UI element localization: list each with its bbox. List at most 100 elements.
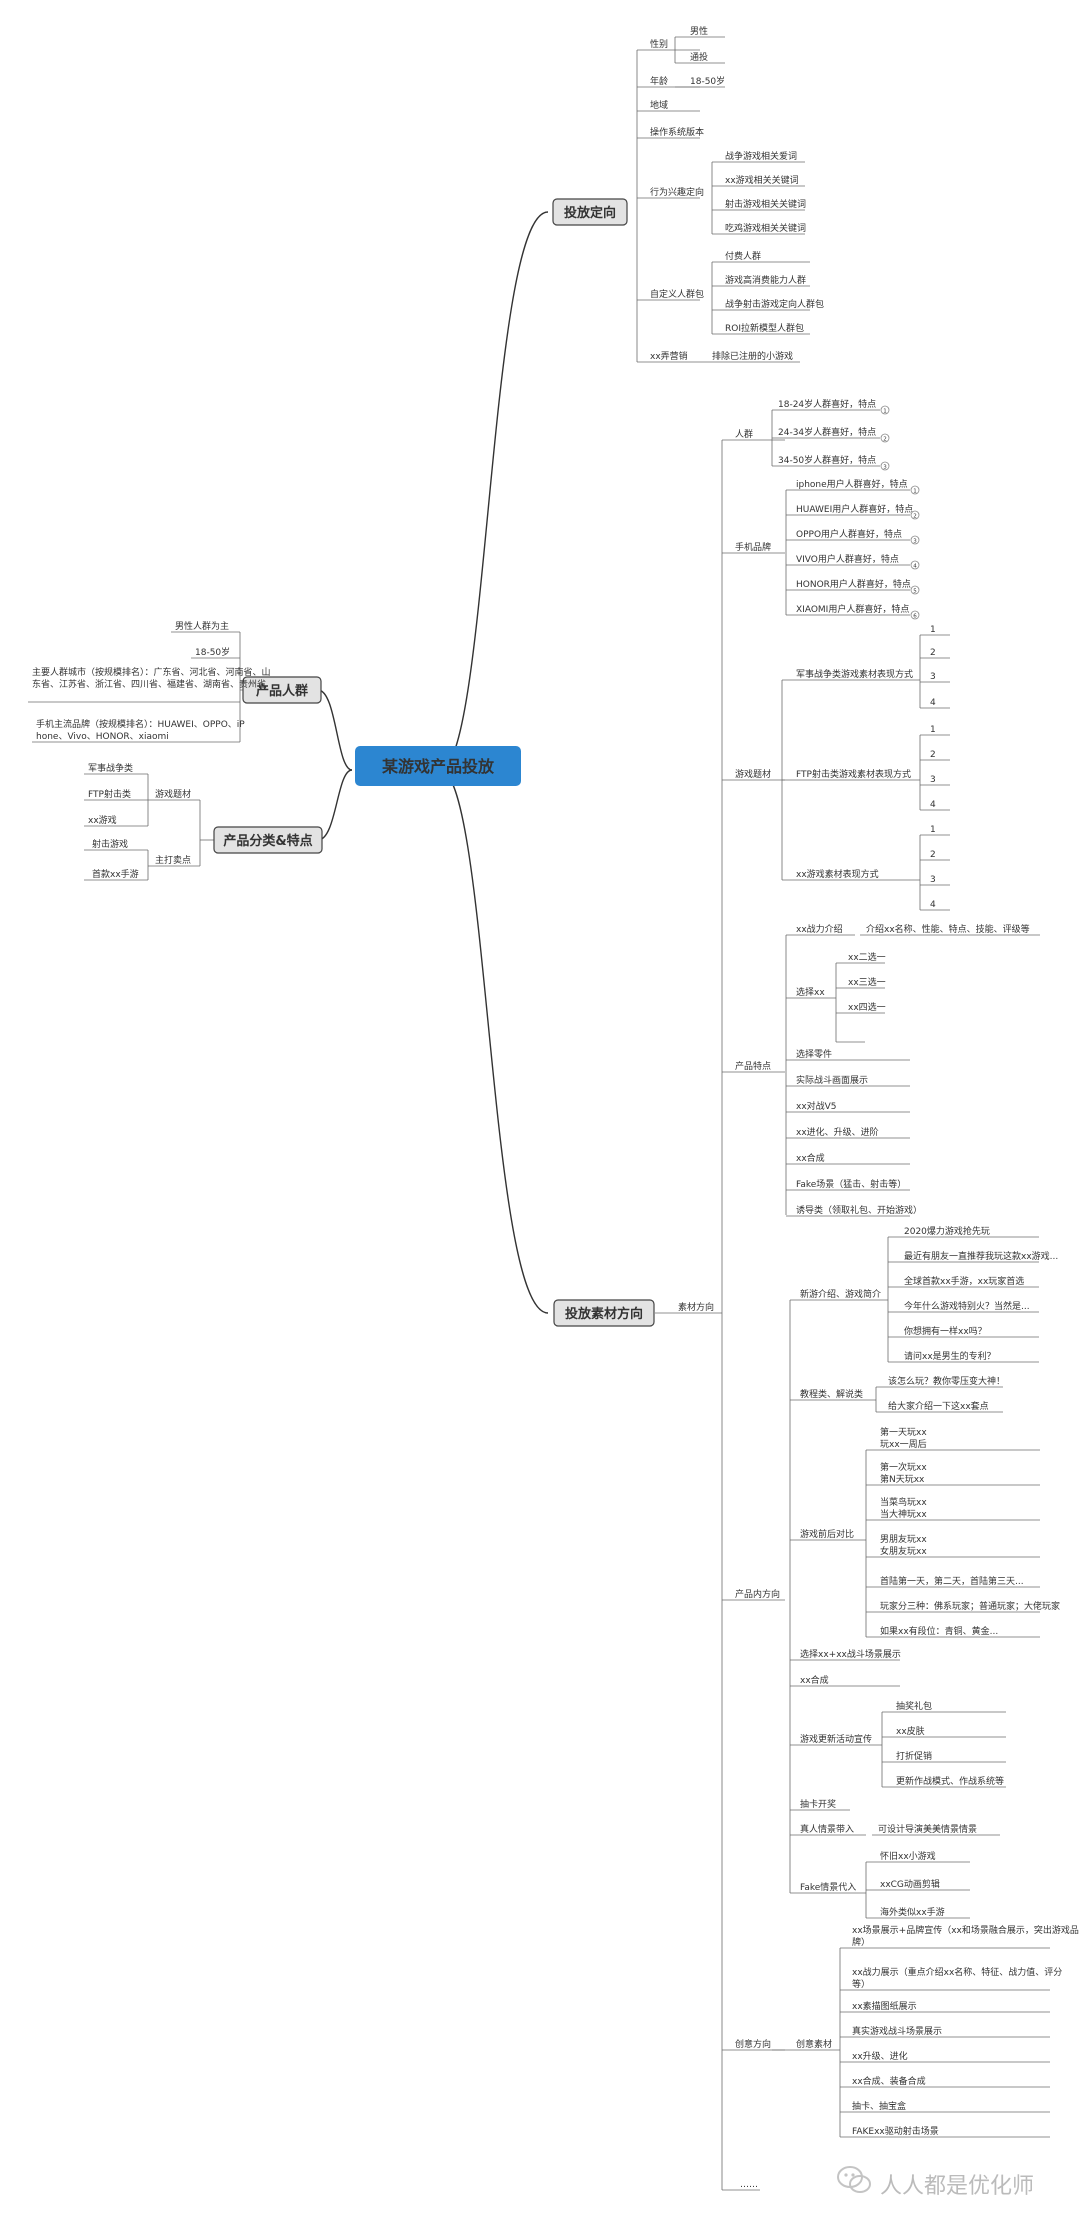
branch-materials[interactable] [553,1299,655,1327]
theme-slot: 3 [930,875,936,885]
branch-line-materials [439,769,549,1314]
branch-line-audience [317,689,353,771]
feature-choice: xx二选一 [848,951,886,963]
theme-slot: 2 [930,648,936,658]
creative-item: 抽卡、抽宝盒 [852,2100,906,2112]
note-badge-index: 6 [913,613,917,619]
material-section: 产品特点 [735,1060,771,1072]
creative-item: xx合成、装备合成 [852,2075,926,2087]
note-badge-index: 1 [883,408,887,414]
feature-choice: xx四选一 [848,1001,886,1013]
material-section: 产品内方向 [735,1588,780,1600]
category-theme: xx游戏 [88,814,117,826]
content-fake-item: 海外类似xx手游 [880,1906,945,1918]
phone-brand-item: HONOR用户人群喜好，特点 [796,578,911,590]
note-badge[interactable] [880,405,890,415]
feature-item: xx对战V5 [796,1100,837,1112]
targeting-interest: 战争游戏相关爱词 [725,150,797,162]
content-compare-item: 如果xx有段位：青铜、黄金... [880,1625,998,1637]
feature-item: 诱导类（领取礼包、开始游戏） [796,1204,922,1216]
branch-line-category [317,769,353,841]
note-badge[interactable] [880,433,890,443]
category-theme: 军事战争类 [88,762,133,774]
category-selling-point: 射击游戏 [92,838,128,850]
feature-item: 实际战斗画面展示 [796,1074,868,1086]
phone-brand-item: XIAOMI用户人群喜好，特点 [796,603,909,615]
content-news-item: 你想拥有一样xx吗？ [904,1325,987,1337]
targeting-gender-option: 通投 [690,51,708,63]
targeting-item: 操作系统版本 [650,126,704,138]
theme-slot: 4 [930,800,936,810]
branch-category[interactable] [213,826,323,854]
targeting-interest: 吃鸡游戏相关关键词 [725,222,806,234]
crowd-item: 34-50岁人群喜好，特点 [778,454,876,466]
phone-brand-item: OPPO用户人群喜好，特点 [796,528,902,540]
wechat-icon [837,2166,871,2193]
targeting-item: 年龄 [650,75,668,87]
creative-item: xx素描图纸展示 [852,2000,917,2012]
note-badge-index: 4 [913,563,917,569]
content-fake-item: 怀旧xx小游戏 [880,1850,936,1862]
targeting-interest: xx游戏相关关键词 [725,174,799,186]
feature-item: xx战力介绍 [796,923,843,935]
targeting-custom-pack: 付费人群 [725,250,761,262]
material-section: 手机品牌 [735,541,771,553]
targeting-age-value: 18-50岁 [690,75,725,87]
phone-brand-item: HUAWEI用户人群喜好，特点 [796,503,913,515]
creative-item: FAKExx驱动射击场景 [852,2125,939,2137]
targeting-custom-pack: 游戏高消费能力人群 [725,274,806,286]
watermark: 人人都是优化师 [880,2174,1035,2199]
targeting-item: 地域 [650,99,668,111]
content-group: 教程类、解说类 [800,1388,863,1400]
creative-sub: 创意素材 [796,2038,832,2050]
content-item: 抽卡开奖 [800,1798,836,1810]
content-update-item: 抽奖礼包 [896,1700,932,1712]
branch-category-label: 产品分类&特点 [223,833,312,849]
branch-targeting[interactable] [552,198,628,226]
theme-slot: 1 [930,825,936,835]
theme-slot: 1 [930,725,936,735]
targeting-item: xx弄营销 [650,350,688,362]
branch-targeting-label: 投放定向 [564,205,616,221]
targeting-custom-pack: ROI拉新模型人群包 [725,322,804,334]
note-badge[interactable] [910,585,920,595]
note-badge[interactable] [910,610,920,620]
note-badge[interactable] [910,485,920,495]
feature-item: 选择xx [796,986,825,998]
audience-item: 主要人群城市（按规模排名）：广东省、河北省、河南省、山东省、江苏省、浙江省、四川… [32,666,271,690]
content-update-item: 更新作战模式、作战系统等 [896,1775,1004,1787]
note-badge[interactable] [910,560,920,570]
feature-item: xx合成 [796,1152,825,1164]
content-news-item: 今年什么游戏特别火？当然是... [904,1300,1030,1312]
targeting-gender-option: 男性 [690,25,708,37]
feature-item: 选择零件 [796,1048,832,1060]
audience-item: 18-50岁 [195,646,230,658]
note-badge[interactable] [910,510,920,520]
theme-slot: 3 [930,672,936,682]
content-group: 游戏前后对比 [800,1528,854,1540]
material-section: 游戏题材 [735,768,771,780]
content-group: 真人情景带入 [800,1823,854,1835]
crowd-item: 24-34岁人群喜好，特点 [778,426,876,438]
branch-audience[interactable] [242,676,322,704]
note-badge-index: 3 [913,538,917,544]
branch-materials-label: 投放素材方向 [565,1306,643,1322]
content-news-item: 最近有朋友一直推荐我玩这款xx游戏... [904,1250,1058,1262]
note-badge-index: 2 [913,513,917,519]
feature-choice: xx三选一 [848,976,886,988]
center-node[interactable] [355,746,521,786]
content-detail: 可设计导演美美情景情景 [878,1823,977,1835]
category-group: 游戏题材 [155,788,191,800]
theme-slot: 2 [930,850,936,860]
audience-item: 男性人群为主 [175,620,229,632]
note-badge[interactable] [880,461,890,471]
creative-item: xx战力展示（重点介绍xx名称、特征、战力值、评分等） [852,1966,1062,1990]
content-tutorial-item: 该怎么玩？教你零压变大神！ [888,1375,1005,1387]
content-group: 游戏更新活动宣传 [800,1733,872,1745]
materials-more: …… [740,2180,758,2190]
creative-item: 真实游戏战斗场景展示 [852,2025,942,2037]
content-news-item: 2020爆力游戏抢先玩 [904,1225,990,1237]
note-badge[interactable] [910,535,920,545]
